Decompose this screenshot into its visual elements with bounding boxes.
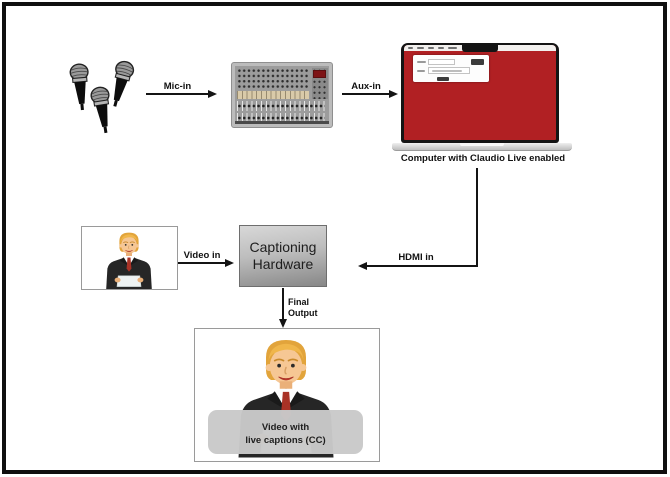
captioning-hardware-box: Captioning Hardware [239, 225, 327, 287]
dialog-button [471, 59, 484, 65]
dialog-field-label [417, 61, 426, 63]
mixer-fader-row [237, 113, 325, 123]
microphone-icon [103, 57, 139, 113]
laptop-base [392, 143, 572, 151]
mixer-led-display [313, 70, 326, 78]
video-in-arrow [178, 262, 226, 264]
aux-in-arrow [342, 93, 390, 95]
dialog-dropdown-text [432, 70, 462, 72]
computer-caption: Computer with Claudio Live enabled [400, 153, 566, 164]
dialog-button [437, 76, 449, 81]
captioning-hardware-label: Captioning Hardware [249, 238, 317, 273]
menubar-item [438, 47, 444, 49]
dialog-field-label [417, 70, 425, 72]
mixer-base [235, 121, 329, 124]
menubar-item [417, 47, 424, 49]
mic-in-label: Mic-in [163, 81, 192, 92]
dialog-input [428, 59, 455, 65]
final-output-label: Final Output [288, 297, 318, 318]
menubar-item [428, 47, 434, 49]
laptop-icon [401, 43, 559, 143]
app-dialog [413, 55, 489, 82]
mic-in-arrow [146, 93, 209, 95]
hdmi-connector-vertical [476, 168, 478, 267]
news-anchor-icon [92, 229, 166, 289]
aux-in-label: Aux-in [351, 81, 381, 92]
laptop-notch [462, 45, 498, 52]
output-video-box: Video with live captions (CC) [194, 328, 380, 462]
mixer-eq-strip [237, 91, 309, 99]
menubar-item [448, 47, 457, 49]
mixer-knobs [237, 68, 309, 89]
hdmi-in-arrow [366, 265, 477, 267]
laptop-base-notch [460, 143, 504, 146]
hdmi-in-label: HDMI in [398, 252, 434, 263]
audio-mixer-icon [231, 62, 333, 128]
mixer-fader-row [237, 101, 325, 111]
menubar-logo [408, 47, 413, 49]
live-caption-bar: Video with live captions (CC) [208, 410, 363, 454]
caption-line-1: Video with [261, 422, 310, 433]
video-source-box [81, 226, 178, 290]
mixer-panel [235, 66, 329, 124]
video-in-label: Video in [183, 250, 221, 261]
laptop-display [404, 45, 556, 140]
final-output-arrow [282, 288, 284, 320]
caption-line-2: live captions (CC) [245, 435, 326, 446]
